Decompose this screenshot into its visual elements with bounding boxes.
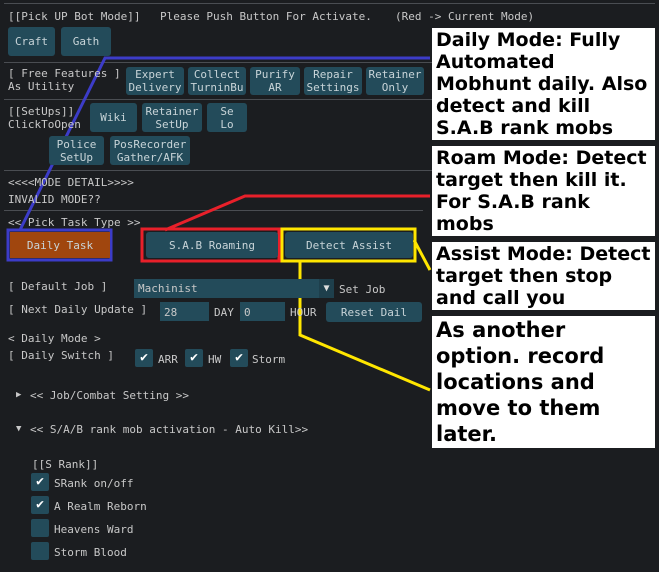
day-value: 28	[164, 306, 178, 319]
srank-onoff-checkbox[interactable]: ✔	[31, 473, 49, 491]
reset-daily-button[interactable]: Reset Dail	[326, 302, 422, 322]
sb-srank-checkbox[interactable]	[31, 542, 49, 560]
daily-task-button[interactable]: Daily Task	[10, 232, 110, 258]
retainer-only-button[interactable]: Retainer Only	[366, 67, 424, 95]
hour-input[interactable]: 0	[240, 302, 285, 321]
purify-ar-button[interactable]: Purify AR	[250, 67, 300, 95]
as-utility-label: As Utility	[8, 80, 75, 93]
hw-srank-label: Heavens Ward	[54, 523, 134, 536]
click-to-open-label: ClickToOpen	[8, 118, 81, 131]
setups-label: [[SetUps]]	[8, 105, 75, 118]
chevron-down-icon: ▼	[319, 279, 334, 298]
pick-mode-label: [[Pick UP Bot Mode]]	[8, 10, 141, 23]
srank-onoff-label: SRank on/off	[54, 477, 134, 490]
next-daily-update-label: [ Next Daily Update ]	[8, 303, 148, 316]
assist-pointer	[412, 239, 432, 271]
sab-section[interactable]: << S/A/B rank mob activation - Auto Kill…	[30, 423, 309, 436]
s-rank-title: [[S Rank]]	[32, 458, 99, 471]
detect-assist-button[interactable]: Detect Assist	[285, 232, 413, 258]
hw-checkbox[interactable]: ✔	[185, 349, 203, 367]
posrecorder-button[interactable]: PosRecorder Gather/AFK	[110, 136, 190, 165]
assist-mode-note: Assist Mode: Detect target then stop and…	[432, 242, 655, 310]
annotation-notes: Daily Mode: Fully Automated Mobhunt dail…	[432, 28, 655, 448]
wiki-button[interactable]: Wiki	[90, 103, 137, 132]
roam-pointer	[164, 194, 430, 232]
daily-mode-note: Daily Mode: Fully Automated Mobhunt dail…	[432, 28, 655, 140]
default-job-label: [ Default Job ]	[8, 280, 108, 293]
triangle-down-icon[interactable]: ▼	[16, 424, 22, 434]
job-select-value: Machinist	[138, 282, 198, 295]
push-hint: Please Push Button For Activate.	[160, 10, 372, 23]
roam-mode-note: Roam Mode: Detect target then kill it. F…	[432, 146, 655, 236]
mode-detail-title: <<<<MODE DETAIL>>>>	[8, 176, 134, 189]
retainer-setup-button[interactable]: Retainer SetUp	[142, 103, 202, 132]
job-combat-section[interactable]: << Job/Combat Setting >>	[30, 389, 189, 402]
gather-button[interactable]: Gath	[61, 27, 111, 56]
setup-location-button[interactable]: Se Lo	[207, 103, 247, 132]
daily-mode-label: < Daily Mode >	[8, 332, 101, 345]
triangle-right-icon[interactable]: ▶	[16, 390, 22, 400]
daily-pointer	[18, 56, 430, 231]
collect-turnin-button[interactable]: Collect TurninBu	[188, 67, 246, 95]
hour-unit: HOUR	[290, 306, 317, 319]
red-hint: (Red -> Current Mode)	[395, 10, 535, 23]
daily-highlight	[6, 228, 113, 262]
day-unit: DAY	[214, 306, 234, 319]
mode-detail-value: INVALID MODE??	[8, 193, 101, 206]
sab-roaming-button[interactable]: S.A.B Roaming	[146, 232, 278, 258]
storm-label: Storm	[252, 353, 286, 366]
arr-checkbox[interactable]: ✔	[135, 349, 153, 367]
arr-label: ARR	[158, 353, 178, 366]
job-select[interactable]: Machinist ▼	[134, 279, 334, 298]
pick-task-title: << Pick Task Type >>	[8, 216, 141, 229]
craft-button[interactable]: Craft	[8, 27, 55, 56]
free-features-label: [ Free Features ]	[8, 67, 121, 80]
hour-value: 0	[244, 306, 251, 319]
storm-checkbox[interactable]: ✔	[230, 349, 248, 367]
police-setup-button[interactable]: Police SetUp	[49, 136, 104, 165]
arr-srank-checkbox[interactable]: ✔	[31, 496, 49, 514]
roam-highlight	[140, 227, 281, 263]
repair-settings-button[interactable]: Repair Settings	[304, 67, 362, 95]
expert-delivery-button[interactable]: Expert Delivery	[126, 67, 184, 95]
day-input[interactable]: 28	[160, 302, 209, 321]
daily-switch-label: [ Daily Switch ]	[8, 349, 114, 362]
set-job-label: Set Job	[339, 283, 386, 296]
option-note: As another option. record locations and …	[432, 316, 655, 448]
hw-srank-checkbox[interactable]	[31, 519, 49, 537]
hw-label: HW	[208, 353, 222, 366]
sb-srank-label: Storm Blood	[54, 546, 127, 559]
arr-srank-label: A Realm Reborn	[54, 500, 147, 513]
